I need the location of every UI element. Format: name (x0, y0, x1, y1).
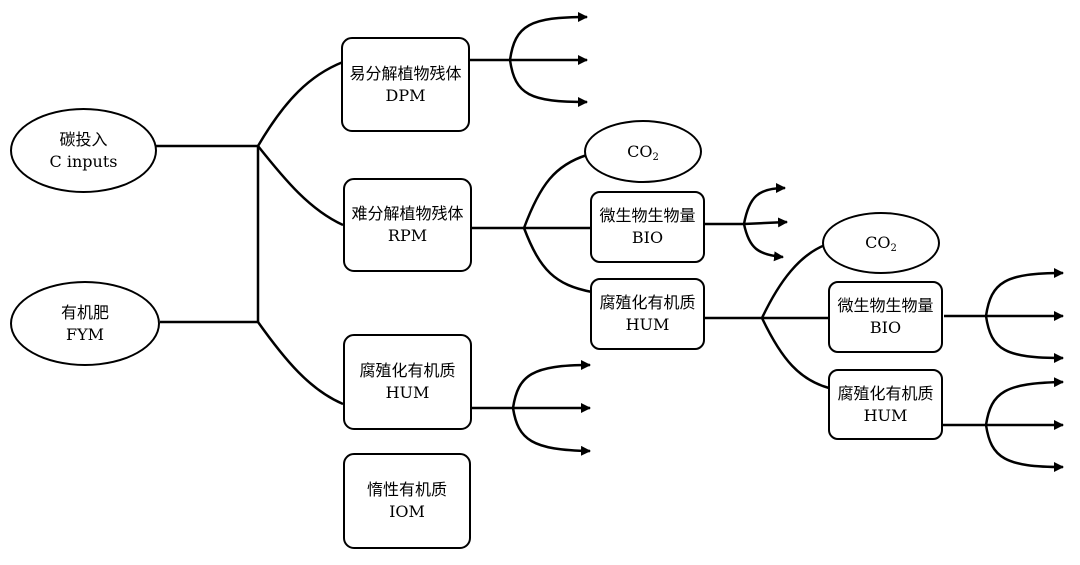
hum3-cn-label: 腐殖化有机质 (837, 383, 934, 403)
hum3-out-arrow-1 (984, 377, 1064, 426)
dpm-out-arrow-3 (508, 59, 588, 107)
hum2-cn-label: 腐殖化有机质 (599, 293, 696, 312)
co2-2-label: CO2 (865, 233, 897, 254)
hum1-out-arrow-3 (511, 407, 591, 456)
hum1-cn-label: 腐殖化有机质 (359, 361, 456, 380)
hum2-en-label: HUM (625, 315, 670, 334)
bio2-en-label: BIO (869, 318, 902, 337)
c-inputs-cn-label: 碳投入 (59, 129, 108, 149)
rpm-cn-label: 难分解植物残体 (351, 204, 464, 223)
bio2-cn-label: 微生物生物量 (837, 296, 934, 315)
bio1-out-arrow-1 (742, 183, 786, 225)
rpm-to-hum (522, 227, 593, 294)
dpm-cn-label: 易分解植物残体 (349, 63, 462, 83)
hum-node-3: 腐殖化有机质 HUM (828, 369, 943, 440)
rpm-to-co2 (522, 153, 588, 229)
iom-en-label: IOM (389, 502, 425, 521)
fym-cn-label: 有机肥 (60, 302, 109, 322)
hum3-out-arrow-3 (984, 424, 1064, 472)
bio2-out-arrow-1 (984, 268, 1064, 317)
c-inputs-en-label: C inputs (49, 151, 118, 171)
bio-node-2: 微生物生物量 BIO (828, 281, 943, 353)
hum1-en-label: HUM (385, 383, 430, 402)
hum2-to-hum (760, 317, 830, 390)
c-inputs-node: 碳投入 C inputs (10, 108, 157, 193)
bio-node-1: 微生物生物量 BIO (590, 191, 705, 263)
hum-node-2: 腐殖化有机质 HUM (590, 278, 705, 350)
to-dpm-connector (256, 60, 344, 147)
dpm-out-arrow-1 (508, 12, 588, 61)
co2-1-label: CO2 (627, 141, 659, 163)
hum2-to-co2 (760, 243, 826, 319)
to-hum1-connector (256, 321, 344, 406)
iom-cn-label: 惰性有机质 (366, 480, 447, 499)
fym-en-label: FYM (65, 324, 105, 344)
co2-node-2: CO2 (822, 212, 940, 274)
co2-node-1: CO2 (584, 120, 702, 183)
hum3-en-label: HUM (863, 405, 908, 425)
bio1-out-arrow-3 (742, 223, 784, 262)
rpm-node: 难分解植物残体 RPM (343, 178, 472, 272)
fym-node: 有机肥 FYM (10, 281, 160, 366)
to-rpm-connector (257, 145, 344, 227)
bio1-en-label: BIO (631, 228, 664, 247)
bio1-cn-label: 微生物生物量 (599, 206, 696, 225)
bio1-out-arrow-2 (743, 217, 788, 228)
hum-node-1: 腐殖化有机质 HUM (343, 334, 472, 430)
iom-node: 惰性有机质 IOM (343, 453, 471, 549)
dpm-node: 易分解植物残体 DPM (341, 37, 470, 132)
bio2-out-arrow-3 (984, 315, 1064, 363)
hum1-out-arrow-1 (511, 360, 591, 409)
rpm-en-label: RPM (387, 226, 428, 245)
dpm-en-label: DPM (385, 85, 426, 105)
